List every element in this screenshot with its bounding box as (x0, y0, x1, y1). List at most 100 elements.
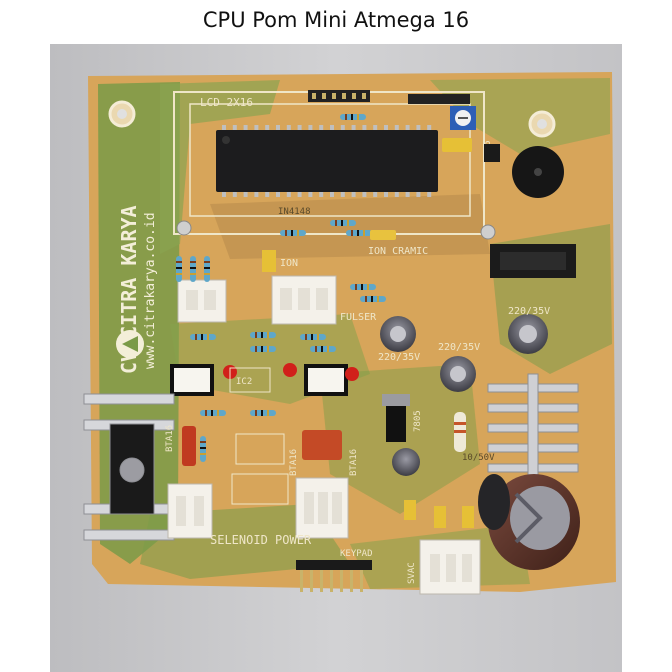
ic-pin (265, 125, 270, 130)
ion-label: ION (280, 258, 298, 269)
optocoupler-left (170, 364, 214, 396)
resistor-band (365, 296, 367, 302)
header-pins-right (408, 94, 470, 104)
resistor-group-middle (176, 256, 386, 462)
fuse-resistor (454, 412, 466, 452)
resistor-band (371, 296, 373, 302)
resistor-band (200, 441, 206, 443)
heatsink-right (487, 373, 579, 485)
resistor-band (327, 346, 329, 352)
resistor-band (200, 447, 206, 449)
ic-pin (373, 125, 378, 130)
atmega16-ic (216, 130, 438, 192)
capacitor-yellow-b3 (462, 506, 474, 528)
regulator-7805 (382, 394, 410, 442)
capacitor-220-b (508, 314, 548, 354)
resistor-band (190, 261, 196, 263)
lcd-label: LCD 2X16 (200, 96, 253, 109)
bta16-left-label: BTA16 (165, 425, 175, 452)
ic-pin (330, 192, 334, 197)
resistor-band (363, 230, 365, 236)
resistor-band (351, 230, 353, 236)
resistor-band (345, 114, 347, 120)
led-red-2 (283, 363, 297, 377)
ic-pin (351, 125, 356, 130)
resistor-band (190, 267, 196, 269)
resistor-band (217, 410, 219, 416)
resistor-band (205, 410, 207, 416)
keypad-pin-header (296, 560, 372, 592)
cap-220-a-label: 220/35V (378, 352, 420, 363)
capacitor-red-left (182, 426, 196, 466)
bta16-mid-label: BTA16 (289, 449, 299, 476)
resistor-band (355, 284, 357, 290)
resistor-band (201, 334, 203, 340)
ic-pin (405, 125, 410, 130)
keypad-label: KEYPAD (340, 549, 373, 559)
capacitor-yellow-top (442, 138, 472, 152)
ic-pin (351, 192, 356, 197)
led-red-3 (345, 367, 359, 381)
connector-selenoid-left (167, 483, 213, 539)
silkscreen-box-2 (231, 473, 289, 505)
resistor-band (204, 261, 210, 263)
resistor-band (207, 334, 209, 340)
ic-pins (222, 125, 432, 197)
resistor-band (305, 334, 307, 340)
ic-pin (319, 192, 324, 197)
ic-pin (286, 192, 291, 197)
resistor-band (377, 296, 379, 302)
ic-pin (297, 192, 302, 197)
ic-pin (384, 125, 388, 130)
resistor-band (255, 332, 257, 338)
buzzer (512, 146, 564, 198)
cap-220-c-label: 220/35V (438, 342, 480, 353)
ic-pin (254, 125, 259, 130)
ion-cramic-label: ION CRAMIC (368, 246, 428, 257)
cap-10-50-label: 10/50V (462, 453, 495, 463)
resistor-band (361, 284, 363, 290)
ic-pin (394, 192, 399, 197)
ic-pin (416, 125, 421, 130)
ic-pin (243, 125, 248, 130)
ic-pin (276, 125, 280, 130)
ic-pin (330, 125, 334, 130)
resistor-band (367, 284, 369, 290)
resistor-band (211, 410, 213, 416)
capacitor-yellow-b1 (404, 500, 416, 520)
resistor-band (315, 346, 317, 352)
bta16-right-label: BTA16 (349, 449, 359, 476)
connector-ion (177, 279, 227, 323)
ic-pin (232, 125, 237, 130)
silkscreen-box-1 (235, 433, 285, 465)
resistor-band (176, 267, 182, 269)
resistor-band (255, 346, 257, 352)
ceramic-capacitor (370, 230, 396, 240)
idc-connector (490, 244, 576, 278)
resistor-band (357, 114, 359, 120)
connector-svac (419, 539, 481, 595)
selenoid-power-label: SELENOID POWER (210, 533, 312, 547)
ic-pin (405, 192, 410, 197)
capacitor-medium-black (478, 474, 510, 530)
resistor-band (347, 220, 349, 226)
resistor-band (321, 346, 323, 352)
capacitor-small-7805 (392, 448, 420, 476)
ic-pin (254, 192, 259, 197)
resistor-band (176, 261, 182, 263)
resistor-band (200, 453, 206, 455)
reg-7805-label: 7805 (413, 410, 423, 432)
resistor-band (335, 220, 337, 226)
ic-pin (394, 125, 399, 130)
resistor-band (261, 332, 263, 338)
ic-pin (340, 192, 345, 197)
resistor-band (291, 230, 293, 236)
resistor-band (341, 220, 343, 226)
resistor-band (204, 273, 210, 275)
ic2-outline (229, 367, 271, 393)
pcb-photo: CV.CITRA KARYA www.citrakarya.co.id LCD … (50, 44, 622, 672)
ic-pin (373, 192, 378, 197)
ic-pin (222, 125, 226, 130)
resistor-band (190, 273, 196, 275)
ic-pin (416, 192, 421, 197)
